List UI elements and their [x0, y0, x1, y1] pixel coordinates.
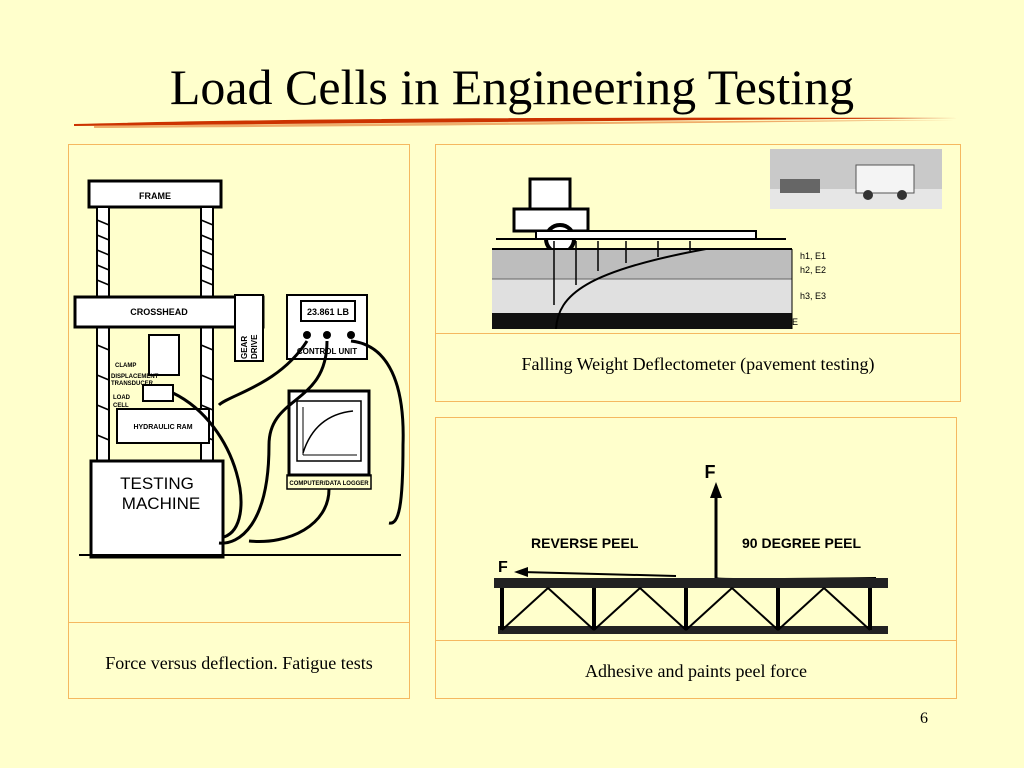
testing-machine-diagram: FRAME CROSSHEAD GEAR DRIVE CLAMP DISPLAC… [73, 179, 405, 559]
cell-label: CELL [113, 403, 129, 409]
displacement-label: DISPLACEMENT [111, 374, 159, 380]
deflectometer-caption: Falling Weight Deflectometer (pavement t… [521, 354, 875, 374]
transducer-label: TRANSDUCER [111, 381, 154, 387]
drive-label: DRIVE [250, 334, 259, 359]
peel-caption: Adhesive and paints peel force [585, 661, 807, 681]
testing-machine-caption: Force versus deflection. Fatigue tests [105, 653, 373, 673]
deflectometer-panel: h1, E1 h2, E2 h3, E3 E Falling Weight De… [435, 144, 961, 402]
reverse-peel-label: REVERSE PEEL [531, 535, 639, 551]
peel-diagram: F REVERSE PEEL 90 DEGREE PEEL F [494, 462, 888, 634]
load-label: LOAD [113, 395, 131, 401]
readout-value: 23.861 LB [307, 307, 350, 317]
peel-panel: F REVERSE PEEL 90 DEGREE PEEL F Adhesive… [435, 417, 957, 699]
layer-label-1: h1, E1 [800, 251, 826, 261]
deflectometer-caption-cell: Falling Weight Deflectometer (pavement t… [436, 333, 960, 402]
title-underline [74, 117, 958, 128]
testing-label: TESTING [120, 474, 194, 493]
crosshead-label: CROSSHEAD [130, 307, 188, 317]
layer-label-3: h3, E3 [800, 291, 826, 301]
logger-label: COMPUTER/DATA LOGGER [289, 481, 369, 487]
testing-machine-caption-cell: Force versus deflection. Fatigue tests [69, 622, 409, 699]
clamp-label: CLAMP [115, 363, 136, 369]
force-left-label: F [498, 559, 508, 576]
frame-label: FRAME [139, 191, 171, 201]
machine-label: MACHINE [122, 494, 200, 513]
page-number: 6 [920, 710, 928, 727]
layer-label-2: h2, E2 [800, 265, 826, 275]
gear-label: GEAR [240, 336, 249, 359]
slide-title: Load Cells in Engineering Testing [169, 59, 855, 115]
hydraulic-ram-label: HYDRAULIC RAM [133, 424, 192, 431]
force-top-label: F [705, 462, 716, 482]
deflectometer-diagram: h1, E1 h2, E2 h3, E3 E [492, 149, 942, 330]
peel-caption-cell: Adhesive and paints peel force [436, 640, 956, 699]
ninety-peel-label: 90 DEGREE PEEL [742, 535, 861, 551]
testing-machine-panel: FRAME CROSSHEAD GEAR DRIVE CLAMP DISPLAC… [68, 144, 410, 699]
layer-label-4: E [792, 317, 798, 327]
